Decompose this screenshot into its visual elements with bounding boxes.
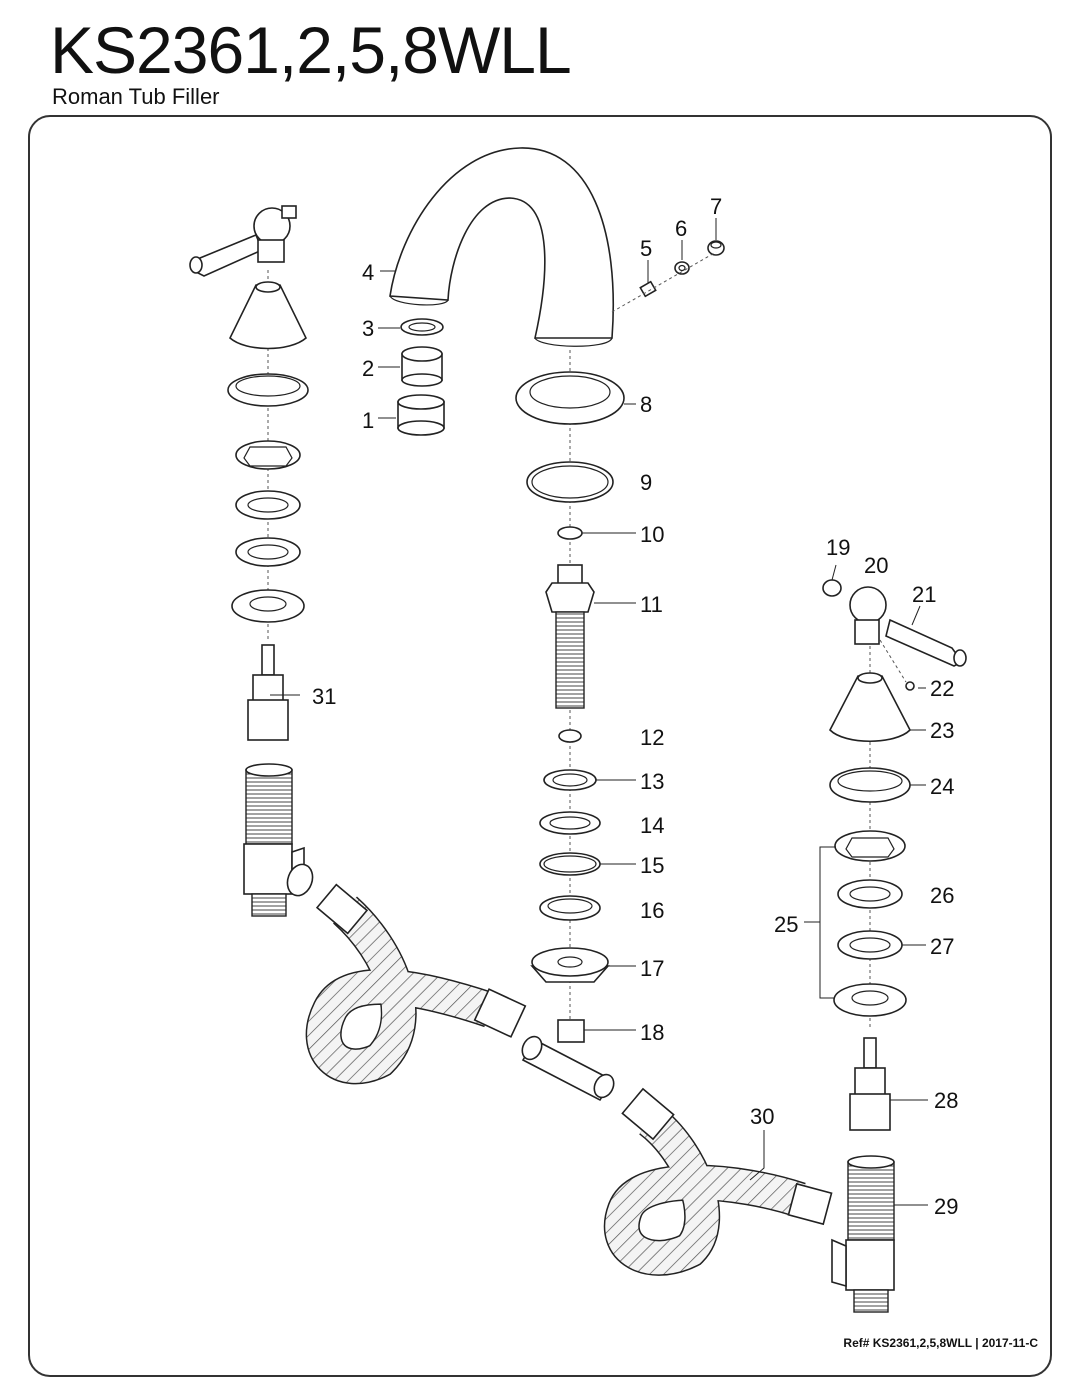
cartridge-28	[849, 1037, 891, 1131]
callout-2: 2	[362, 356, 374, 381]
callout-22: 22	[930, 676, 954, 701]
leader-lines	[270, 218, 928, 1206]
callout-1: 1	[362, 408, 374, 433]
escutcheon-8	[515, 371, 625, 425]
left-valve-body	[243, 763, 305, 917]
callout-17: 17	[640, 956, 664, 981]
spout-shank-11	[545, 564, 595, 709]
lock-nut-17	[530, 947, 610, 983]
left-bonnet	[229, 281, 307, 350]
callout-26: 26	[930, 883, 954, 908]
left-washer-a	[235, 490, 301, 520]
mounting-kit-25	[834, 830, 906, 862]
callout-23: 23	[930, 718, 954, 743]
callout-12: 12	[640, 725, 664, 750]
callout-7: 7	[710, 194, 722, 219]
left-escutcheon-ring	[227, 373, 309, 407]
tee-connector-18	[521, 1019, 615, 1102]
bonnet-23	[829, 672, 911, 743]
o-ring-12	[558, 729, 582, 743]
callout-11: 11	[640, 592, 663, 617]
o-ring-15	[539, 852, 601, 876]
product-name: Roman Tub Filler	[52, 84, 220, 109]
handle-body-20	[849, 586, 887, 645]
callout-20: 20	[864, 553, 888, 578]
callout-6: 6	[675, 216, 687, 241]
callout-13: 13	[640, 769, 664, 794]
callout-5: 5	[640, 236, 652, 261]
washer-6	[674, 261, 690, 275]
callout-25: 25	[774, 912, 798, 937]
callout-9: 9	[640, 470, 652, 495]
washer-13	[543, 769, 597, 791]
cap-19	[822, 579, 842, 597]
callout-numbers: 1 2 3 4 5 6 7 8 9 10 11 12 13 14 15 16 1…	[312, 194, 958, 1219]
o-ring-10	[557, 526, 583, 540]
callout-24: 24	[930, 774, 954, 799]
flange-25	[833, 983, 907, 1017]
washer-26	[837, 879, 903, 909]
left-flange	[231, 589, 305, 623]
valve-body-29	[831, 1155, 895, 1313]
aerator-insert-2	[401, 346, 443, 387]
callout-21: 21	[912, 582, 936, 607]
set-screw-5	[639, 280, 657, 298]
callout-10: 10	[640, 522, 664, 547]
callout-16: 16	[640, 898, 664, 923]
left-hex-nut	[235, 440, 301, 470]
callout-8: 8	[640, 392, 652, 417]
cap-7	[707, 240, 725, 256]
callout-15: 15	[640, 853, 664, 878]
callout-14: 14	[640, 813, 664, 838]
spout	[389, 147, 615, 347]
hose-30	[603, 1087, 833, 1276]
callout-27: 27	[930, 934, 954, 959]
aerator-ring-3	[400, 318, 444, 336]
set-screw-22	[905, 681, 915, 691]
left-cartridge-31	[247, 644, 289, 741]
reference-number: Ref# KS2361,2,5,8WLL | 2017-11-C	[843, 1336, 1038, 1350]
left-braided-hose	[286, 863, 527, 1085]
lever-21	[885, 618, 967, 667]
model-number-title: KS2361,2,5,8WLL	[50, 13, 572, 87]
o-ring-9	[526, 461, 614, 503]
callout-29: 29	[934, 1194, 958, 1219]
callout-3: 3	[362, 316, 374, 341]
callout-4: 4	[362, 260, 374, 285]
washer-14	[539, 811, 601, 835]
escutcheon-ring-24	[829, 767, 911, 803]
aerator-housing-1	[397, 394, 445, 436]
diagram-frame	[28, 115, 1052, 1377]
left-washer-b	[235, 537, 301, 567]
callout-31: 31	[312, 684, 336, 709]
left-lever-handle	[189, 205, 297, 277]
callout-19: 19	[826, 535, 850, 560]
callout-28: 28	[934, 1088, 958, 1113]
callout-18: 18	[640, 1020, 664, 1045]
washer-27	[837, 930, 903, 960]
gasket-16	[539, 895, 601, 921]
callout-30: 30	[750, 1104, 774, 1129]
